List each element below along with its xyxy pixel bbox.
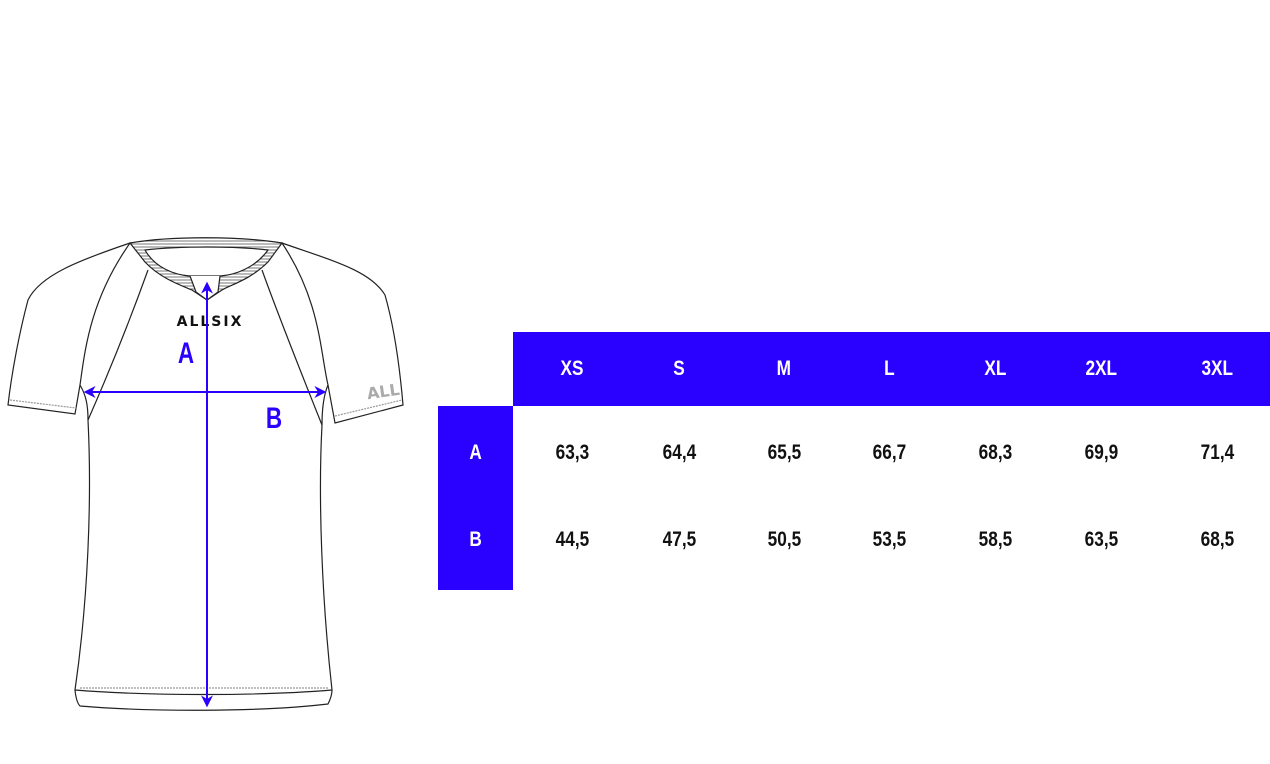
table-cell-text: 68,5 — [1200, 528, 1234, 551]
shirt-diagram: ALLSIX ALL A B — [7, 237, 404, 711]
table-cell: 63,3 — [522, 433, 622, 473]
size-header-band — [513, 332, 1270, 406]
table-cell-text: 64,4 — [662, 441, 696, 464]
column-header-text: 2XL — [1085, 357, 1117, 380]
column-header: XL — [945, 349, 1045, 389]
column-header: L — [839, 349, 939, 389]
column-header: 3XL — [1167, 349, 1267, 389]
table-cell-text: 69,9 — [1084, 441, 1118, 464]
column-header: M — [734, 349, 834, 389]
row-label: A — [426, 433, 526, 473]
table-cell: 65,5 — [734, 433, 834, 473]
table-cell-text: 63,5 — [1084, 528, 1118, 551]
table-cell: 71,4 — [1167, 433, 1267, 473]
column-header-text: 3XL — [1201, 357, 1233, 380]
table-cell-text: 63,3 — [555, 441, 589, 464]
column-header-text: XS — [560, 357, 584, 380]
table-cell: 64,4 — [629, 433, 729, 473]
brand-logo: ALLSIX — [177, 314, 244, 330]
row-label-text: B — [469, 528, 483, 551]
shirt-outline — [7, 237, 404, 711]
sleeve-logo: ALL — [366, 380, 401, 403]
measure-label-column — [438, 406, 513, 590]
table-cell-text: 65,5 — [767, 441, 801, 464]
table-cell-text: 53,5 — [872, 528, 906, 551]
table-cell-text: 71,4 — [1200, 441, 1234, 464]
column-header-text: M — [776, 357, 792, 380]
row-label-text: A — [469, 441, 483, 464]
label-b: B — [266, 401, 282, 435]
label-a: A — [178, 336, 194, 370]
table-cell-text: 47,5 — [662, 528, 696, 551]
column-header: XS — [522, 349, 622, 389]
column-header-text: S — [673, 357, 685, 380]
table-cell-text: 44,5 — [555, 528, 589, 551]
table-cell-text: 58,5 — [978, 528, 1012, 551]
table-cell: 69,9 — [1051, 433, 1151, 473]
table-cell: 66,7 — [839, 433, 939, 473]
table-cell-text: 50,5 — [767, 528, 801, 551]
table-cell-text: 66,7 — [872, 441, 906, 464]
column-header: 2XL — [1051, 349, 1151, 389]
column-header: S — [629, 349, 729, 389]
table-cell: 68,5 — [1167, 520, 1267, 560]
table-cell: 44,5 — [522, 520, 622, 560]
table-cell: 53,5 — [839, 520, 939, 560]
table-cell: 50,5 — [734, 520, 834, 560]
table-cell: 58,5 — [945, 520, 1045, 560]
column-header-text: L — [883, 357, 895, 380]
row-label: B — [426, 520, 526, 560]
table-cell: 68,3 — [945, 433, 1045, 473]
table-cell: 63,5 — [1051, 520, 1151, 560]
table-cell: 47,5 — [629, 520, 729, 560]
column-header-text: XL — [983, 357, 1007, 380]
table-cell-text: 68,3 — [978, 441, 1012, 464]
